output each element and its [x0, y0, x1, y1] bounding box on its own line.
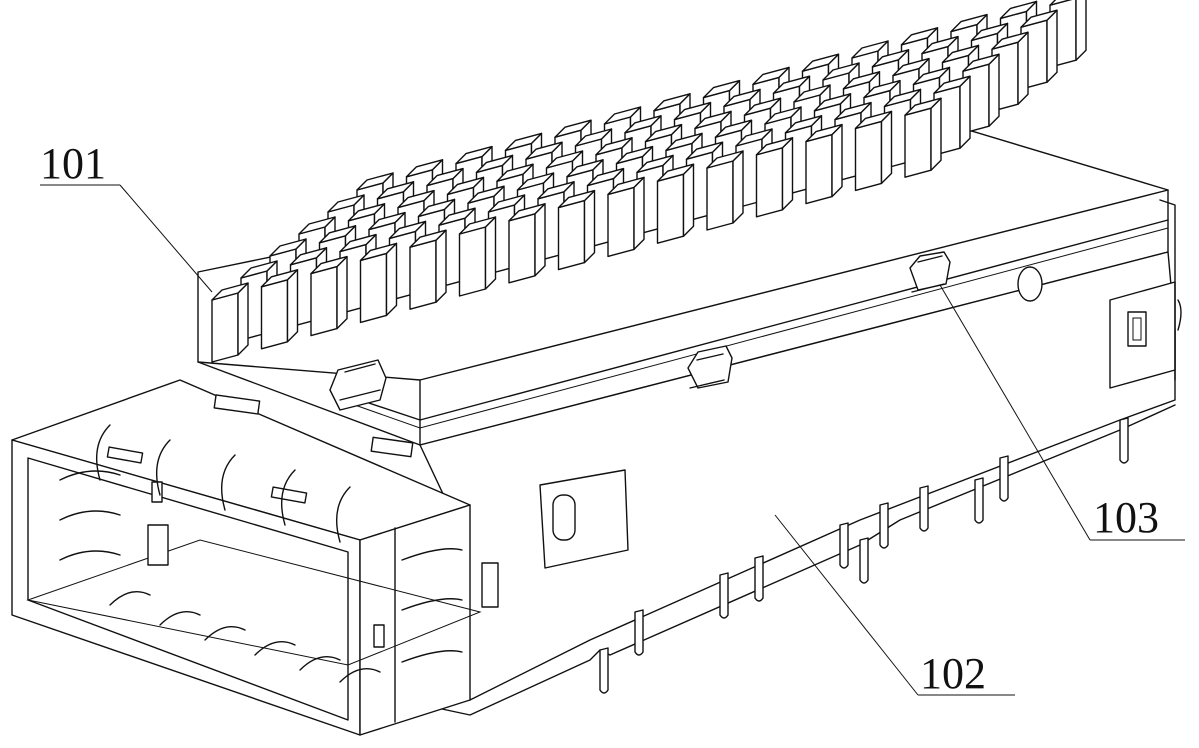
fin [458, 216, 497, 297]
spring-finger-top [281, 469, 296, 526]
press-fit-pins [599, 417, 1129, 694]
press-fit-pin [719, 572, 729, 619]
spring-finger-side [59, 470, 121, 481]
leader-103 [939, 284, 1091, 541]
press-fit-pin [1119, 417, 1129, 464]
fin [904, 97, 942, 178]
spring-finger-top [96, 424, 111, 481]
fin [805, 123, 843, 205]
spring-finger-top [156, 439, 171, 496]
spring-finger-top [221, 454, 236, 511]
fin [211, 282, 249, 363]
fin [359, 242, 398, 324]
spring-finger-bottom [109, 591, 151, 606]
leader-102 [774, 514, 919, 696]
press-fit-pin [999, 455, 1009, 502]
press-fit-pin [839, 522, 849, 569]
spring-finger-top [336, 486, 351, 543]
press-fit-pin [919, 485, 929, 532]
mounting-hole [1017, 266, 1043, 302]
press-fit-pin [634, 609, 644, 656]
label-102: 102 [920, 649, 986, 698]
press-fit-pin [879, 502, 889, 549]
fin [508, 203, 546, 284]
leader-101 [119, 184, 213, 293]
press-fit-pin [754, 555, 764, 602]
label-101: 101 [40, 139, 106, 188]
spring-finger-bottom [299, 656, 341, 671]
leader-lines [40, 184, 1185, 696]
fin [310, 255, 348, 337]
press-fit-pin [599, 647, 609, 694]
retention-clips [329, 251, 951, 411]
press-fit-pin [859, 537, 869, 584]
spring-finger-bottom [254, 641, 296, 656]
spring-finger-side [59, 510, 121, 521]
spring-finger-side [59, 550, 121, 561]
cage-front-frame [11, 379, 482, 736]
heatsink-fins [211, 0, 1087, 363]
side-latch [481, 469, 629, 608]
fin [656, 163, 695, 244]
fin [854, 110, 893, 192]
label-103: 103 [1093, 493, 1159, 542]
press-fit-pin [974, 477, 984, 524]
emi-spring-fingers [59, 424, 381, 683]
fin [607, 176, 645, 258]
spring-finger-bottom [339, 668, 381, 683]
fin [706, 150, 744, 231]
fin [557, 189, 596, 271]
fin [755, 137, 794, 218]
fin [260, 269, 299, 350]
rear-bracket [1109, 199, 1182, 389]
spring-finger-bottom [204, 626, 246, 641]
spring-finger-bottom [159, 611, 201, 626]
fin [409, 229, 447, 310]
